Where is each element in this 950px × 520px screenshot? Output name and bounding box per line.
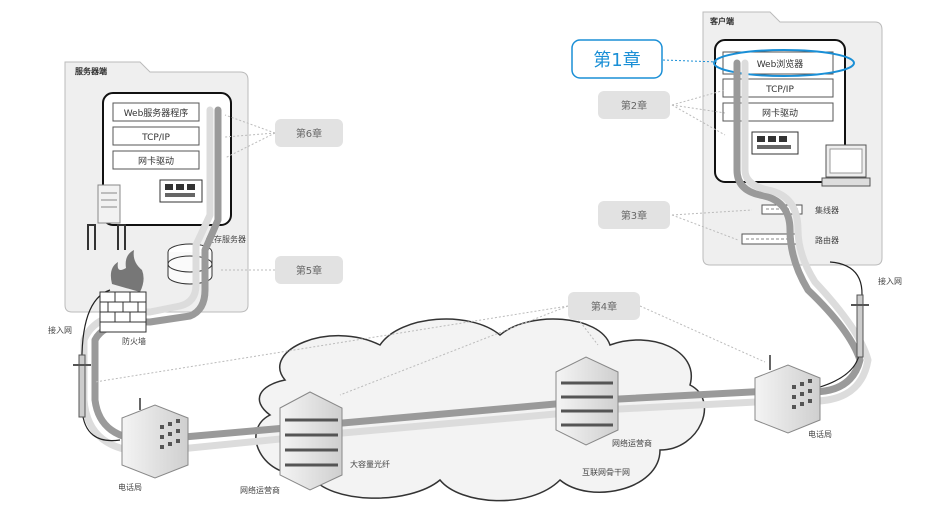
server-layer-driver	[112, 150, 200, 170]
access-pole-left-icon	[73, 354, 91, 418]
client-layer-tcpip-label: TCP/IP	[765, 85, 794, 95]
access-pole-right-icon	[851, 294, 869, 358]
server-layer-app	[112, 102, 200, 122]
client-title: 客户端	[709, 16, 734, 26]
chapter1-leader	[662, 59, 719, 63]
chapter6-label: 第6章	[296, 127, 322, 140]
browser-highlight-ring	[713, 49, 855, 77]
client-layer-driver	[722, 102, 834, 122]
client-nic-card-icon	[751, 131, 799, 155]
backbone-label: 互联网骨干网	[582, 468, 630, 477]
chapter1-label: 第1章	[593, 50, 640, 71]
chapter1-callout: 第1章	[571, 39, 663, 79]
server-layer-driver-label: 网卡驱动	[138, 155, 174, 167]
server-tower-icon	[87, 184, 126, 250]
chapter4-callout: 第4章	[568, 292, 640, 320]
phone-office-right-label: 电话局	[808, 429, 832, 439]
server-layer-tcpip	[112, 126, 200, 146]
fiber-label: 大容量光纤	[350, 459, 390, 469]
phone-office-left-building	[121, 398, 189, 479]
client-layer-browser-label: Web浏览器	[757, 58, 804, 70]
chapter5-label: 第5章	[296, 264, 322, 277]
chapter6-callout: 第6章	[275, 119, 343, 147]
isp-left-building	[279, 391, 343, 491]
isp-left-label: 网络运营商	[240, 485, 280, 495]
isp-right-label: 网络运营商	[612, 438, 652, 448]
cache-server-label: 缓存服务器	[206, 234, 246, 244]
cache-server-icon	[167, 243, 213, 285]
isp-right-building	[555, 356, 619, 446]
server-title: 服务器端	[75, 66, 107, 76]
phone-office-left-label: 电话局	[118, 482, 142, 492]
firewall-icon	[99, 250, 147, 333]
monitor-icon	[821, 144, 871, 187]
router-label: 路由器	[815, 235, 839, 245]
chapter2-callout: 第2章	[598, 91, 670, 119]
chapter3-callout: 第3章	[598, 201, 670, 229]
chapter2-label: 第2章	[621, 99, 647, 112]
firewall-label: 防火墙	[122, 336, 146, 346]
client-layer-driver-label: 网卡驱动	[762, 107, 798, 119]
server-layer-tcpip-label: TCP/IP	[141, 133, 170, 143]
client-layer-tcpip	[722, 78, 834, 98]
chapter5-callout: 第5章	[275, 256, 343, 284]
client-layer-browser	[722, 51, 834, 75]
server-nic-card-icon	[159, 179, 203, 203]
access-net-left-label: 接入网	[48, 325, 72, 335]
phone-office-right-building	[754, 355, 821, 434]
access-net-right-label: 接入网	[878, 276, 902, 286]
chapter3-label: 第3章	[621, 209, 647, 222]
hub-label: 集线器	[815, 205, 839, 215]
chapter4-label: 第4章	[591, 300, 617, 313]
server-layer-app-label: Web服务器程序	[124, 107, 189, 119]
